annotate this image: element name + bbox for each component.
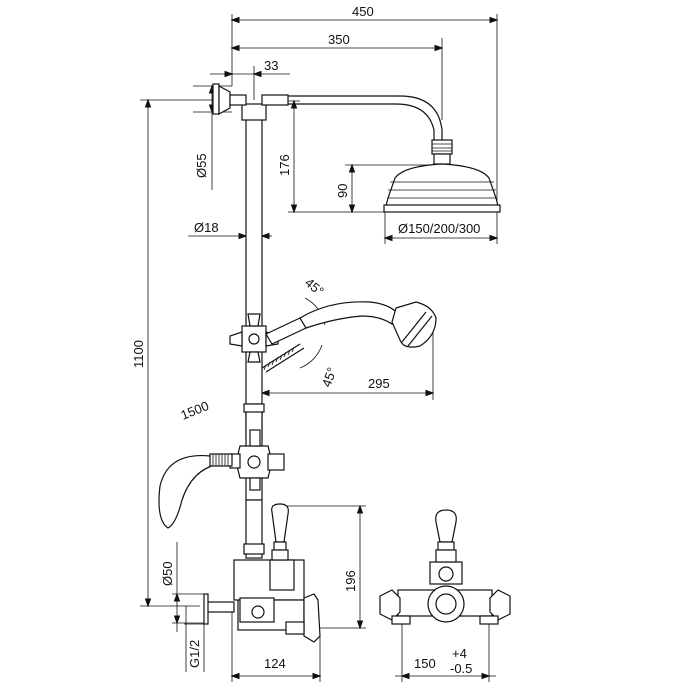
angle-lower-label: 45°: [319, 365, 340, 389]
dim-rail-diameter: Ø18: [194, 220, 219, 235]
hose-spring-upper: [261, 343, 305, 373]
dim-outlet-diameter: Ø50: [160, 561, 175, 586]
dim-valve-depth: 124: [264, 656, 286, 671]
dim-arm-length: 350: [328, 32, 350, 47]
dim-head-height: 90: [335, 184, 350, 198]
lever-handle-icon: [271, 503, 289, 561]
diverter-icon: [229, 429, 285, 491]
tolerance-plus: +4: [452, 646, 467, 661]
angle-upper-label: 45°: [302, 275, 327, 299]
dim-overall-height: 1100: [131, 340, 146, 368]
hand-shower-icon: [265, 301, 437, 348]
dim-inlet-centres: 150: [414, 656, 436, 671]
wall-flange-icon: [212, 83, 231, 116]
slider-bracket-icon: [229, 313, 279, 363]
riser-rail: [245, 117, 263, 439]
dim-arm-drop: 176: [277, 154, 292, 176]
dim-inlet-thread: G1/2: [187, 640, 202, 668]
flexible-hose: [158, 454, 219, 529]
tolerance-minus: -0.5: [450, 661, 472, 676]
dim-hand-shower-reach: 295: [368, 376, 390, 391]
dim-total-width: 450: [352, 4, 374, 19]
dim-head-diameter: Ø150/200/300: [398, 221, 480, 236]
shower-head-icon: [383, 139, 501, 213]
dim-valve-height: 196: [343, 570, 358, 592]
thermostatic-valve-side: [203, 499, 321, 643]
dim-hose-length: 1500: [179, 398, 211, 423]
rail-top-joint: [229, 94, 289, 121]
dim-rail-offset: 33: [264, 58, 278, 73]
hose-spring-lower: [209, 453, 233, 467]
thermostatic-valve-front: [379, 509, 511, 625]
shower-arm: [288, 95, 443, 140]
dim-flange-diameter: Ø55: [194, 153, 209, 178]
